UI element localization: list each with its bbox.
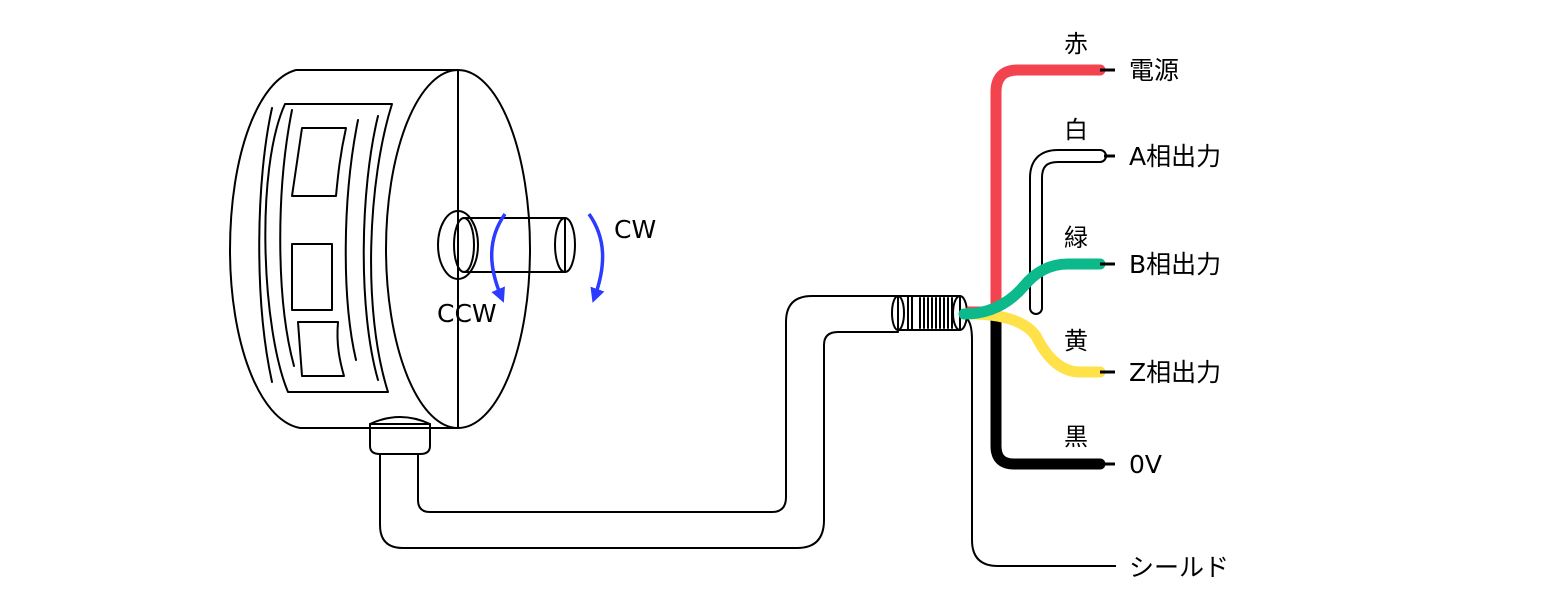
wire-yellow [964,308,1106,378]
encoder-shaft [437,210,576,280]
wire-signal-label-power: 電源 [1129,56,1179,85]
cable-gland [369,423,431,455]
wire-black [964,306,1106,470]
shield-wire [965,317,1116,567]
cable-end-sleeve [891,295,968,331]
rotation-indicators: CW CCW [437,212,656,328]
encoder-body [229,69,576,429]
cw-arrow [587,212,605,303]
wire-labels: 赤 電源 白 A相出力 緑 B相出力 黄 Z相出力 黒 0V シールド [1064,30,1229,582]
wire-signal-label-z: Z相出力 [1129,358,1221,387]
wire-color-label-red: 赤 [1064,30,1088,58]
wires [958,64,1116,567]
encoder-front-face [385,69,531,429]
wire-color-label-white: 白 [1064,116,1088,144]
encoder-housing-outline [229,69,459,429]
wire-signal-label-0v: 0V [1129,450,1162,479]
wire-color-label-black: 黒 [1064,423,1088,451]
wire-color-label-yellow: 黄 [1064,327,1088,355]
wire-signal-label-a: A相出力 [1129,142,1221,171]
wire-signal-label-b: B相出力 [1129,250,1221,279]
shield-label: シールド [1129,553,1229,582]
wire-red [964,64,1106,318]
wire-green [958,258,1106,320]
cw-label: CW [614,215,656,244]
wire-color-label-green: 緑 [1064,224,1088,252]
cable [369,295,968,549]
ccw-label: CCW [437,299,497,328]
wire-white [1031,151,1105,313]
encoder-side-details [258,103,393,393]
ccw-arrow [490,212,507,303]
